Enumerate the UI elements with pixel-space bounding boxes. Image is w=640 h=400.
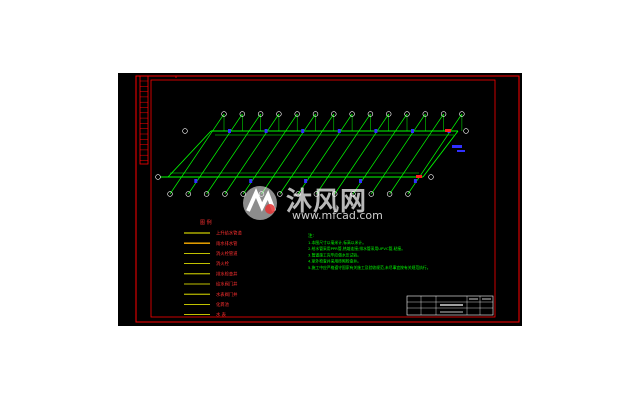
axis-bubble-icon <box>221 111 227 117</box>
design-notes: 注: 1.本图尺寸以毫米计,标高以米计。2.给水管采用PPR管,热熔连接;排水管… <box>308 232 431 270</box>
note-line: 4.室外检查井采用砖砌检查井。 <box>308 259 361 264</box>
title-block-frame <box>406 295 494 316</box>
axis-bubble-icon <box>203 191 210 197</box>
branch-pipe <box>224 113 280 195</box>
axis-bubble-icon <box>331 111 337 117</box>
legend-item-label: 水 表 <box>216 311 227 318</box>
axis-bubble-icon <box>349 111 355 117</box>
axis-bubble-icon <box>276 111 282 117</box>
fixture-icon <box>411 129 414 133</box>
cad-drawing-canvas: 图 例 上升给水管道雨水排水管消火栓管道消火栓排水检查井给水阀门井水表阀门井化粪… <box>118 73 522 326</box>
legend-item-label: 消火栓管道 <box>216 250 238 257</box>
axis-bubble-icon <box>182 128 188 134</box>
branch-pipe <box>169 113 225 195</box>
axis-bubble-icon <box>422 111 428 117</box>
legend-item-label: 水表阀门井 <box>216 291 238 298</box>
note-line: 2.给水管采用PPR管,热熔连接;排水管采用UPVC管,粘接。 <box>308 246 405 251</box>
axis-bubble-icon <box>239 111 246 117</box>
fixture-icon <box>359 179 362 183</box>
axis-bubble-icon <box>167 191 173 197</box>
watermark-brand: 沐风网 <box>286 187 368 217</box>
axis-bubble-icon <box>185 191 192 197</box>
branch-pipe <box>389 113 444 195</box>
legend-item-label: 化粪池 <box>216 301 230 308</box>
inner-frame <box>150 79 496 318</box>
binding-strip <box>139 75 149 165</box>
legend-item-label: 给水阀门井 <box>216 281 238 288</box>
fixture-icon <box>457 150 465 152</box>
watermark-logo-icon <box>243 186 277 220</box>
outer-frame <box>135 75 520 323</box>
legend-title: 图 例 <box>200 219 212 226</box>
fixture-icon <box>413 179 417 183</box>
branch-pipe <box>261 113 316 195</box>
watermark-url: www.mfcad.com <box>292 209 383 222</box>
axis-bubble-icon <box>386 191 393 197</box>
main-pipe-right <box>422 130 459 178</box>
legend-item-label: 上升给水管道 <box>216 230 242 237</box>
axis-bubble-icon <box>405 191 411 197</box>
axis-bubble-icon <box>332 191 338 197</box>
axis-bubble-icon <box>404 111 410 117</box>
axis-bubble-icon <box>294 111 300 117</box>
fixture-icon <box>301 129 305 133</box>
axis-bubble-icon <box>313 191 320 197</box>
valve-marker <box>416 175 422 178</box>
axis-bubble-icon <box>155 174 161 180</box>
fixture-icon <box>249 179 253 183</box>
branch-pipe <box>371 113 426 195</box>
valve-marker <box>445 129 451 132</box>
axis-bubble-icon <box>277 191 283 197</box>
pipe-plan-drawing: 图 例 上升给水管道雨水排水管消火栓管道消火栓排水检查井给水阀门井水表阀门井化粪… <box>135 75 520 323</box>
fixture-icon <box>228 129 231 133</box>
pipe-fixtures <box>194 129 465 183</box>
branch-pipe <box>334 113 389 195</box>
watermark: 沐风网 www.mfcad.com <box>240 183 383 225</box>
branch-pipe <box>316 113 371 195</box>
axis-bubble-icon <box>295 191 301 197</box>
legend: 图 例 上升给水管道雨水排水管消火栓管道消火栓排水检查井给水阀门井水表阀门井化粪… <box>184 219 242 318</box>
main-pipe-left <box>167 130 212 178</box>
legend-item-label: 雨水排水管 <box>216 240 238 247</box>
note-line: 3.管道施工完毕应做水压试验。 <box>308 252 361 257</box>
notes-title: 注: <box>308 232 314 239</box>
axis-bubble-icon <box>368 191 375 197</box>
pipe-network <box>160 113 463 195</box>
axis-bubble-icon <box>257 111 264 117</box>
fixture-icon <box>452 145 462 148</box>
axis-bubble-icon <box>386 111 392 117</box>
fixture-icon <box>374 129 378 133</box>
fixture-icon <box>304 179 308 183</box>
axis-bubble-icon <box>459 111 465 117</box>
legend-item-label: 排水检查井 <box>216 270 238 277</box>
axis-bubble-icon <box>222 191 228 197</box>
note-line: 1.本图尺寸以毫米计,标高以米计。 <box>308 240 366 245</box>
branch-pipe <box>206 113 261 195</box>
binding-strip-ticks <box>140 80 148 161</box>
axis-bubble-icon <box>463 128 469 134</box>
axis-bubble-icon <box>367 111 374 117</box>
branch-pipe <box>279 113 335 195</box>
fixture-icon <box>194 179 198 183</box>
note-line: 5.施工中应严格遵守国家有关施工及验收规范,未尽事宜按有关规范执行。 <box>308 265 431 270</box>
title-block <box>406 295 494 316</box>
legend-item-label: 消火栓 <box>216 260 230 267</box>
fixture-icon <box>264 129 268 133</box>
axis-bubble-icon <box>350 191 356 197</box>
fixture-icon <box>337 129 341 133</box>
axis-bubble-icon <box>440 111 447 117</box>
axis-bubble-icon <box>428 174 434 180</box>
axis-bubble-icon <box>312 111 319 117</box>
